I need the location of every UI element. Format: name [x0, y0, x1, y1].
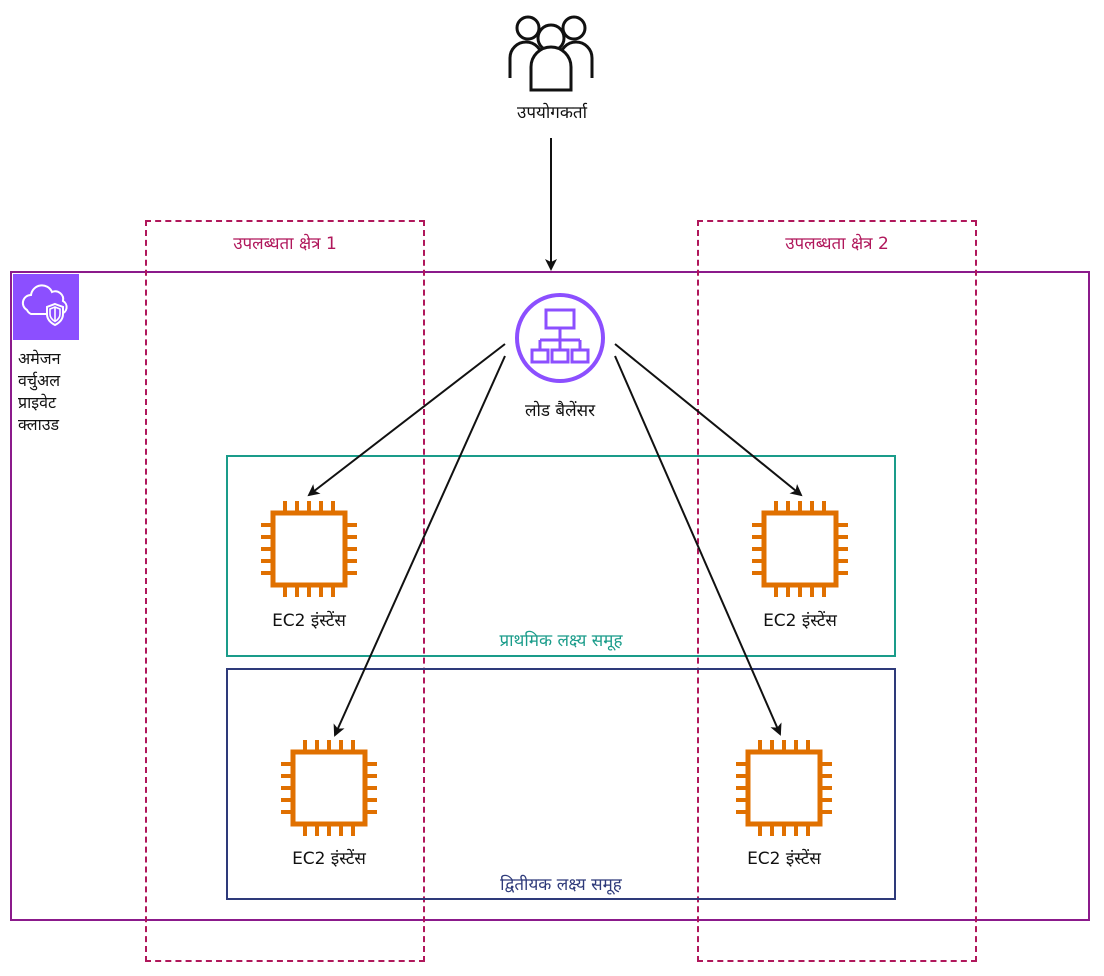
ec2-instance-4-label: EC2 इंस्टेंस — [747, 849, 821, 869]
ec2-instance-2-label: EC2 इंस्टेंस — [763, 611, 837, 631]
arrow-lb-to-instance-4 — [614, 355, 782, 736]
secondary-target-group-label: द्वितीयक लक्ष्य समूह — [500, 875, 622, 895]
availability-zone-1 — [145, 220, 425, 962]
users-icon — [508, 15, 594, 92]
primary-target-group-label: प्राथमिक लक्ष्य समूह — [499, 631, 623, 651]
ec2-instance-1-label: EC2 इंस्टेंस — [272, 611, 346, 631]
load-balancer-label: लोड बैलेंसर — [524, 401, 596, 421]
users-label: उपयोगकर्ता — [517, 103, 587, 123]
ec2-instance-3-label: EC2 इंस्टेंस — [292, 849, 366, 869]
availability-zone-2-label: उपलब्धता क्षेत्र 2 — [785, 234, 889, 254]
availability-zone-2 — [697, 220, 977, 962]
load-balancer-icon — [515, 293, 605, 383]
vpc-boundary — [10, 271, 1090, 921]
ec2-instance-2-icon — [752, 501, 848, 597]
ec2-instance-3-icon — [281, 740, 377, 836]
ec2-instance-4-icon — [736, 740, 832, 836]
arrow-lb-to-instance-1 — [307, 343, 506, 497]
vpc-label: अमेजन वर्चुअल प्राइवेट क्लाउड — [18, 349, 61, 434]
secondary-target-group — [226, 668, 896, 900]
availability-zone-1-label: उपलब्धता क्षेत्र 1 — [233, 234, 337, 254]
ec2-instance-1-icon — [261, 501, 357, 597]
vpc-icon — [13, 274, 79, 340]
arrow-lb-to-instance-2 — [614, 343, 803, 497]
arrow-lb-to-instance-3 — [333, 355, 506, 737]
primary-target-group — [226, 455, 896, 657]
